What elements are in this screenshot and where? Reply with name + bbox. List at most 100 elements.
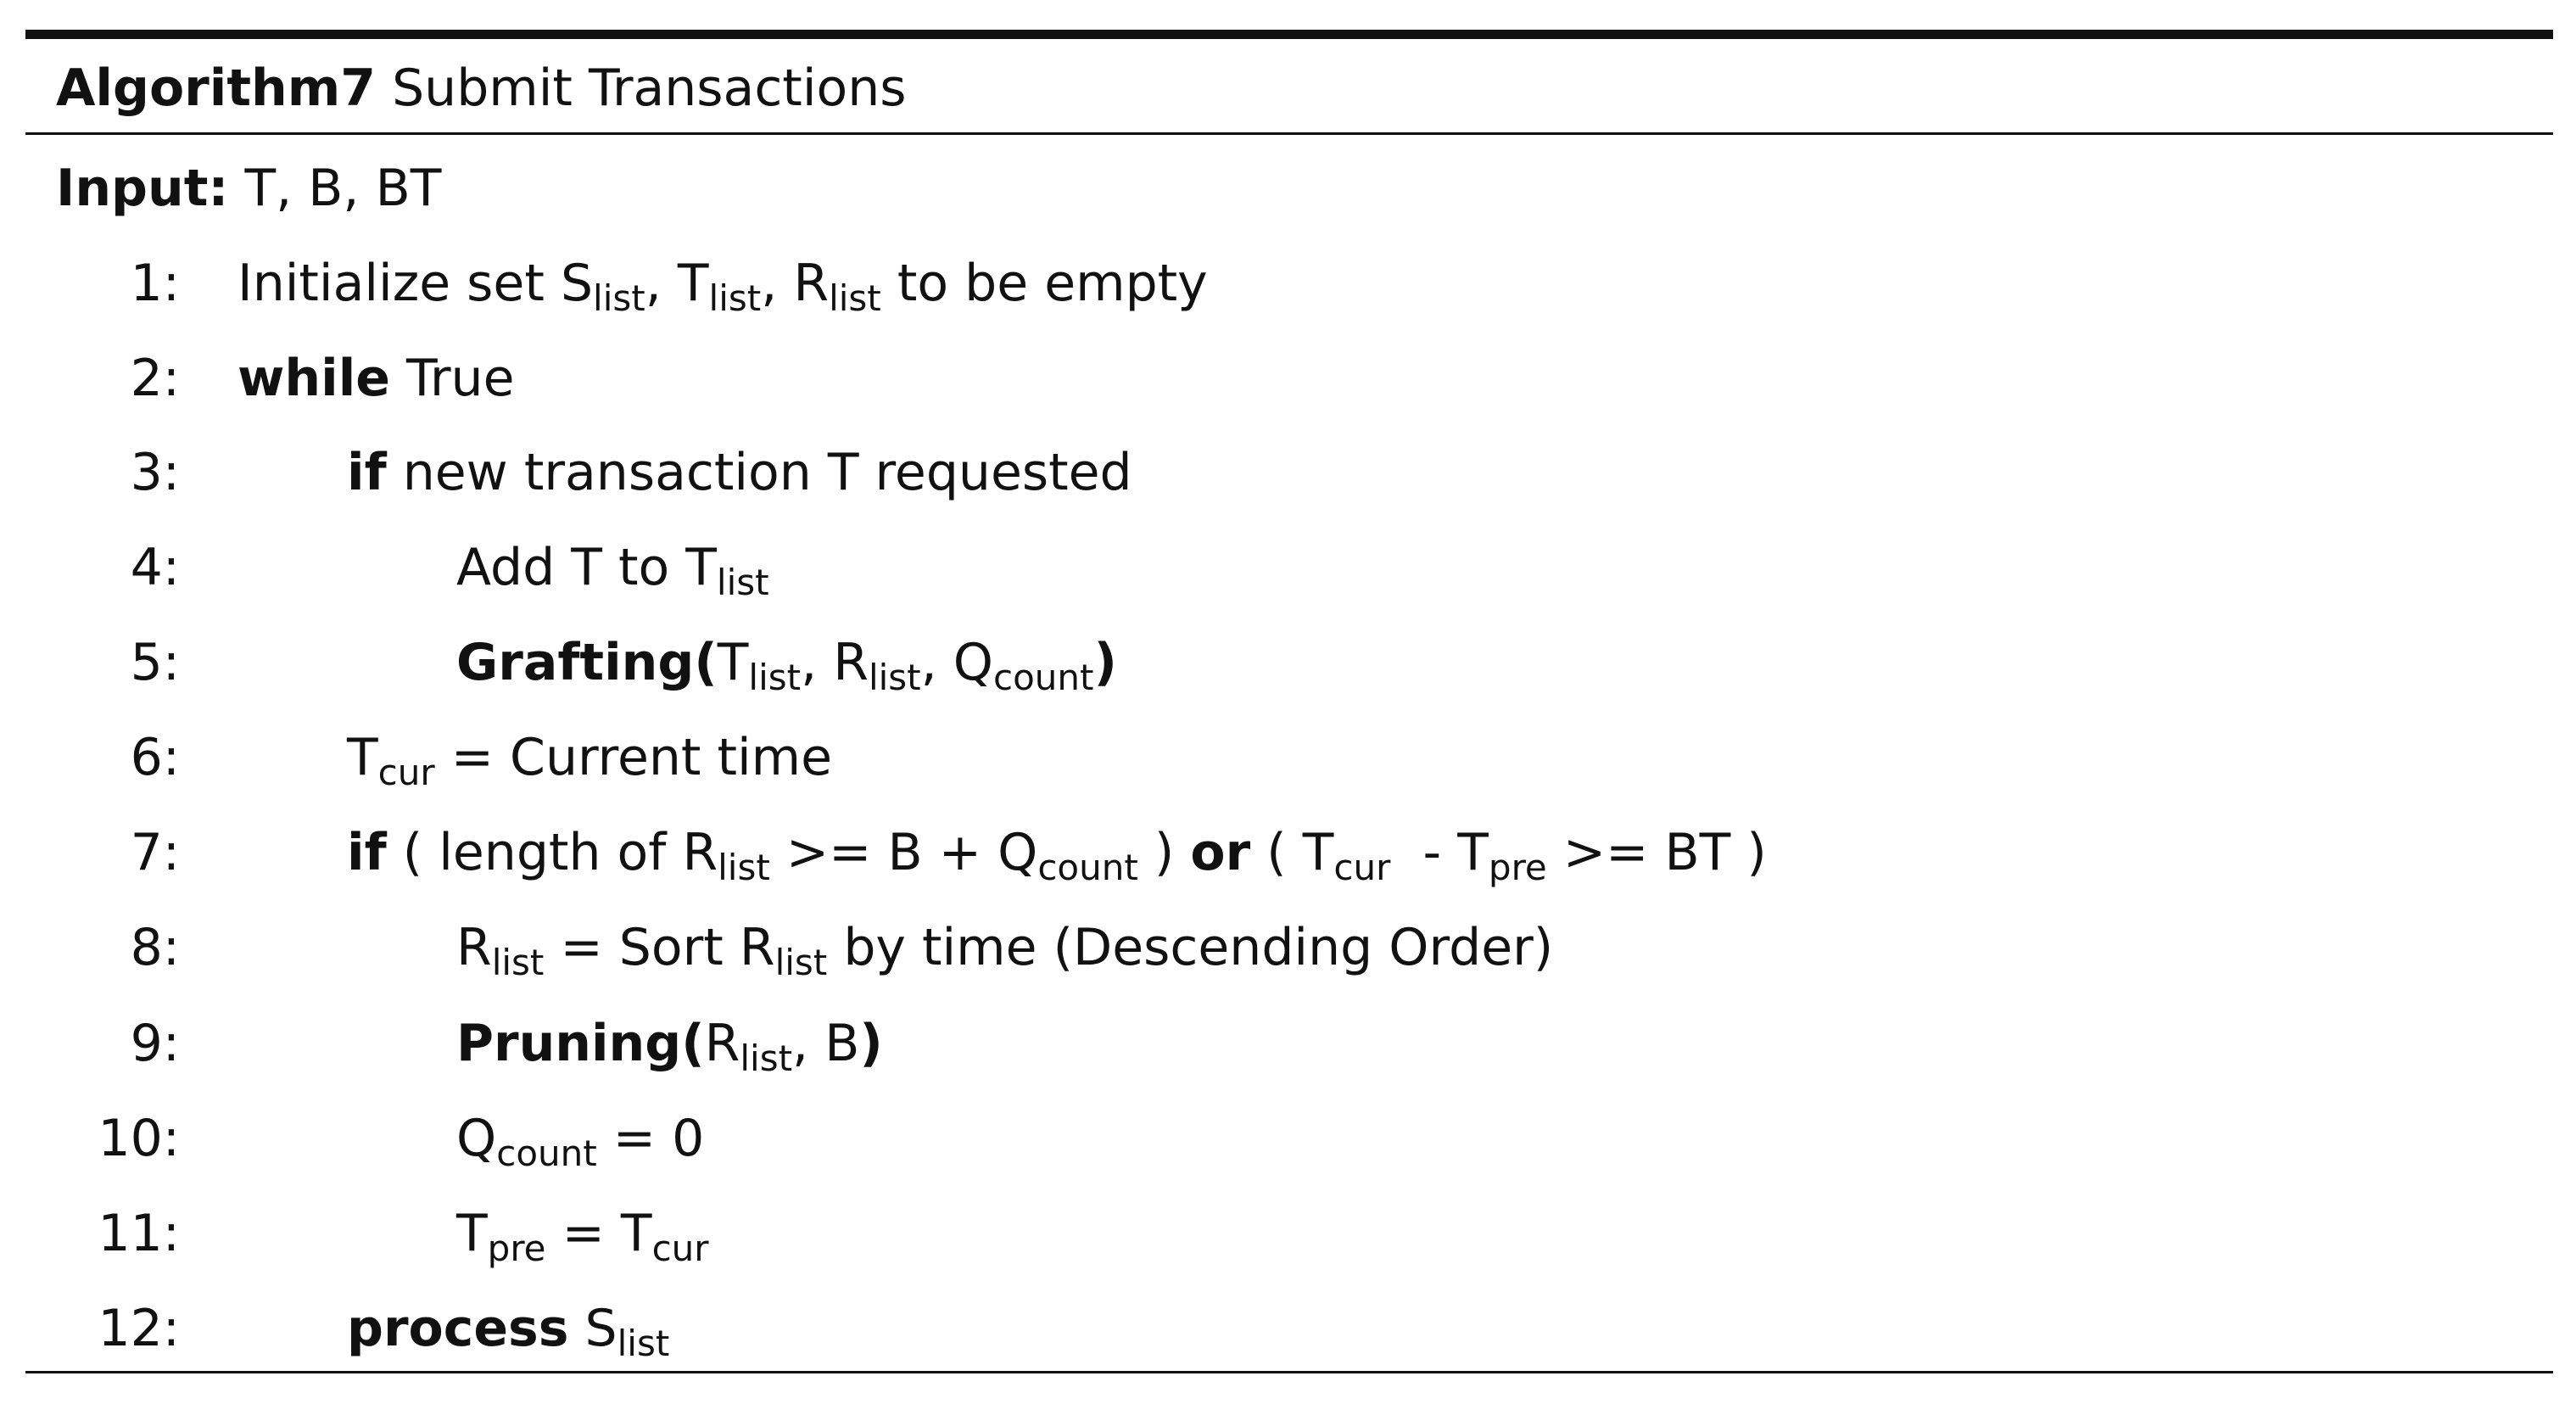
line-number: 4: <box>130 538 180 597</box>
code-function: Pruning( <box>456 1014 705 1073</box>
algorithm-line-4: 4: Add T to Tlist <box>0 532 2576 603</box>
code-text: R <box>704 1014 740 1073</box>
algorithm-line-10: 10: Qcount = 0 <box>0 1103 2576 1174</box>
line-number: 5: <box>130 633 180 692</box>
code-subscript: list <box>774 942 828 983</box>
code-text: = Current time <box>434 728 833 787</box>
line-code: Tpre = Tcur <box>456 1198 709 1269</box>
line-code: Qcount = 0 <box>456 1103 704 1174</box>
code-text: >= B + Q <box>769 823 1038 882</box>
code-text: by time (Descending Order) <box>827 918 1554 977</box>
code-subscript: count <box>993 657 1094 698</box>
code-text: = 0 <box>596 1109 705 1168</box>
line-code: if new transaction T requested <box>347 437 1132 508</box>
code-text: , T <box>645 254 709 313</box>
code-subscript: cur <box>377 752 435 793</box>
code-text: new transaction T requested <box>386 443 1132 502</box>
line-code: while True <box>237 343 515 414</box>
code-keyword: process <box>347 1299 569 1358</box>
code-text: , R <box>761 254 830 313</box>
code-keyword: if <box>347 443 387 502</box>
code-text: Q <box>456 1109 497 1168</box>
code-function: Grafting( <box>456 633 718 692</box>
code-subscript: list <box>617 1323 670 1364</box>
code-text: R <box>456 918 492 977</box>
algorithm-line-11: 11: Tpre = Tcur <box>0 1198 2576 1269</box>
code-keyword: or <box>1190 823 1251 882</box>
code-subscript: list <box>740 1038 793 1079</box>
code-text: True <box>389 349 515 408</box>
line-code: process Slist <box>347 1293 669 1364</box>
code-subscript: cur <box>1333 847 1391 888</box>
algorithm-line-5: 5: Grafting(Tlist, Rlist, Qcount) <box>0 627 2576 698</box>
code-text: ( T <box>1250 823 1334 882</box>
line-code: Tcur = Current time <box>347 722 832 793</box>
code-keyword: while <box>237 349 390 408</box>
line-code: Rlist = Sort Rlist by time (Descending O… <box>456 912 1553 983</box>
algorithm-line-1: 1: Initialize set Slist, Tlist, Rlist to… <box>0 248 2576 319</box>
code-subscript: pre <box>1488 847 1547 888</box>
line-number: 3: <box>130 443 180 502</box>
code-text: to be empty <box>880 254 1208 313</box>
code-subscript: list <box>716 562 769 603</box>
algorithm-caption: Algorithm7 Submit Transactions <box>56 53 907 124</box>
bottom-rule <box>25 1371 2553 1373</box>
line-code: if ( length of Rlist >= B + Qcount ) or … <box>347 817 1767 888</box>
code-text: Add T to T <box>456 538 717 597</box>
code-subscript: count <box>496 1133 597 1174</box>
code-text: , B <box>792 1014 860 1073</box>
code-text: T <box>717 633 749 692</box>
code-text: >= BT ) <box>1546 823 1767 882</box>
algorithm-line-7: 7: if ( length of Rlist >= B + Qcount ) … <box>0 817 2576 888</box>
line-code: Initialize set Slist, Tlist, Rlist to be… <box>237 248 1208 319</box>
code-subscript: list <box>868 657 921 698</box>
code-subscript: pre <box>487 1228 546 1269</box>
algorithm-line-8: 8: Rlist = Sort Rlist by time (Descendin… <box>0 912 2576 983</box>
algorithm-line-9: 9: Pruning(Rlist, B) <box>0 1008 2576 1079</box>
code-subscript: count <box>1037 847 1138 888</box>
code-subscript: list <box>491 942 545 983</box>
line-number: 2: <box>130 349 180 408</box>
code-text: T <box>456 1204 488 1263</box>
code-text: ( length of R <box>386 823 718 882</box>
line-code: Grafting(Tlist, Rlist, Qcount) <box>456 627 1117 698</box>
algorithm-line-2: 2: while True <box>0 343 2576 414</box>
code-function: ) <box>1093 633 1117 692</box>
code-text: ) <box>1137 823 1191 882</box>
code-subscript: list <box>829 277 881 319</box>
line-number: 8: <box>130 918 180 977</box>
input-line: Input: T, B, BT <box>56 153 441 224</box>
code-text: S <box>568 1299 617 1358</box>
line-number: 12: <box>98 1299 180 1358</box>
code-text: , Q <box>920 633 994 692</box>
code-function: ) <box>859 1014 883 1073</box>
code-text: T <box>347 728 378 787</box>
line-number: 10: <box>98 1109 180 1168</box>
algorithm-line-3: 3: if new transaction T requested <box>0 437 2576 508</box>
line-number: 9: <box>130 1014 180 1073</box>
line-number: 6: <box>130 728 180 787</box>
top-rule <box>25 30 2553 39</box>
input-label: Input: <box>56 159 229 218</box>
code-text: , R <box>801 633 869 692</box>
line-number: 7: <box>130 823 180 882</box>
algorithm-label: Algorithm7 <box>56 59 376 118</box>
algorithm-line-12: 12: process Slist <box>0 1293 2576 1364</box>
code-text: Initialize set S <box>237 254 594 313</box>
line-number: 1: <box>130 254 180 313</box>
code-subscript: list <box>748 657 802 698</box>
input-value: T, B, BT <box>244 159 442 218</box>
algorithm-line-6: 6: Tcur = Current time <box>0 722 2576 793</box>
code-text: = T <box>545 1204 652 1263</box>
line-code: Pruning(Rlist, B) <box>456 1008 883 1079</box>
line-code: Add T to Tlist <box>456 532 769 603</box>
code-subscript: list <box>708 277 762 319</box>
code-subscript: list <box>718 847 770 888</box>
algorithm-title: Submit Transactions <box>392 59 907 118</box>
code-keyword: if <box>347 823 387 882</box>
code-subscript: cur <box>651 1228 709 1269</box>
code-subscript: list <box>593 277 645 319</box>
code-text: - T <box>1390 823 1489 882</box>
line-number: 11: <box>98 1204 180 1263</box>
caption-rule <box>25 132 2553 135</box>
